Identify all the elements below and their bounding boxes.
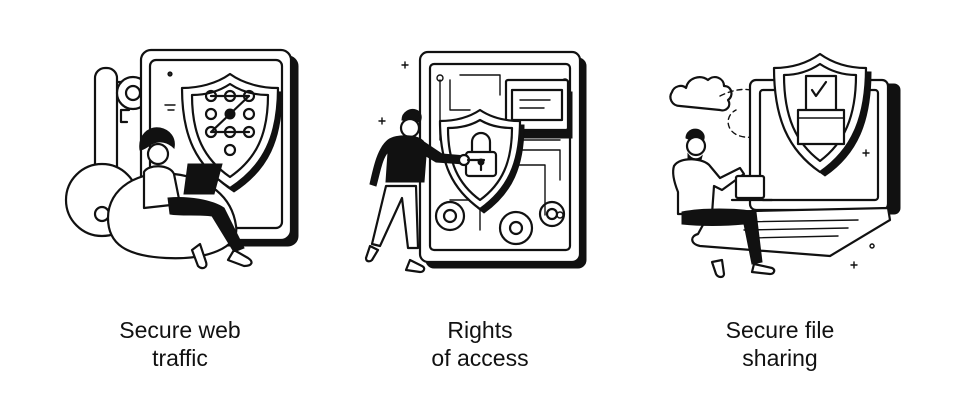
person-with-key bbox=[364, 109, 486, 274]
folder-icon bbox=[796, 108, 846, 146]
panel-secure-web-traffic: Secure web traffic bbox=[40, 0, 340, 411]
caption-secure-web-traffic: Secure web traffic bbox=[30, 316, 330, 372]
caption-rights-of-access: Rights of access bbox=[340, 316, 620, 372]
panel-rights-of-access: Rights of access bbox=[340, 0, 620, 411]
panel-secure-file-sharing: Secure file sharing bbox=[640, 0, 940, 411]
person-with-laptop bbox=[139, 127, 253, 270]
beanbag bbox=[106, 172, 238, 260]
rights-of-access-illustration bbox=[364, 50, 587, 274]
caption-line-1: Secure web bbox=[119, 317, 241, 343]
folder-icon bbox=[504, 78, 573, 139]
document-icon bbox=[804, 74, 838, 114]
caption-line-2: traffic bbox=[152, 345, 208, 371]
caption-line-1: Rights bbox=[447, 317, 513, 343]
caption-line-1: Secure file bbox=[725, 317, 835, 343]
person-with-laptop bbox=[672, 128, 776, 279]
gear-icon bbox=[434, 200, 566, 246]
secure-file-sharing-illustration bbox=[669, 52, 901, 279]
caption-line-2: sharing bbox=[742, 345, 818, 371]
secure-web-traffic-illustration bbox=[64, 48, 299, 270]
cloud-icon bbox=[669, 76, 733, 112]
caption-secure-file-sharing: Secure file sharing bbox=[630, 316, 930, 372]
caption-line-2: of access bbox=[431, 345, 529, 371]
